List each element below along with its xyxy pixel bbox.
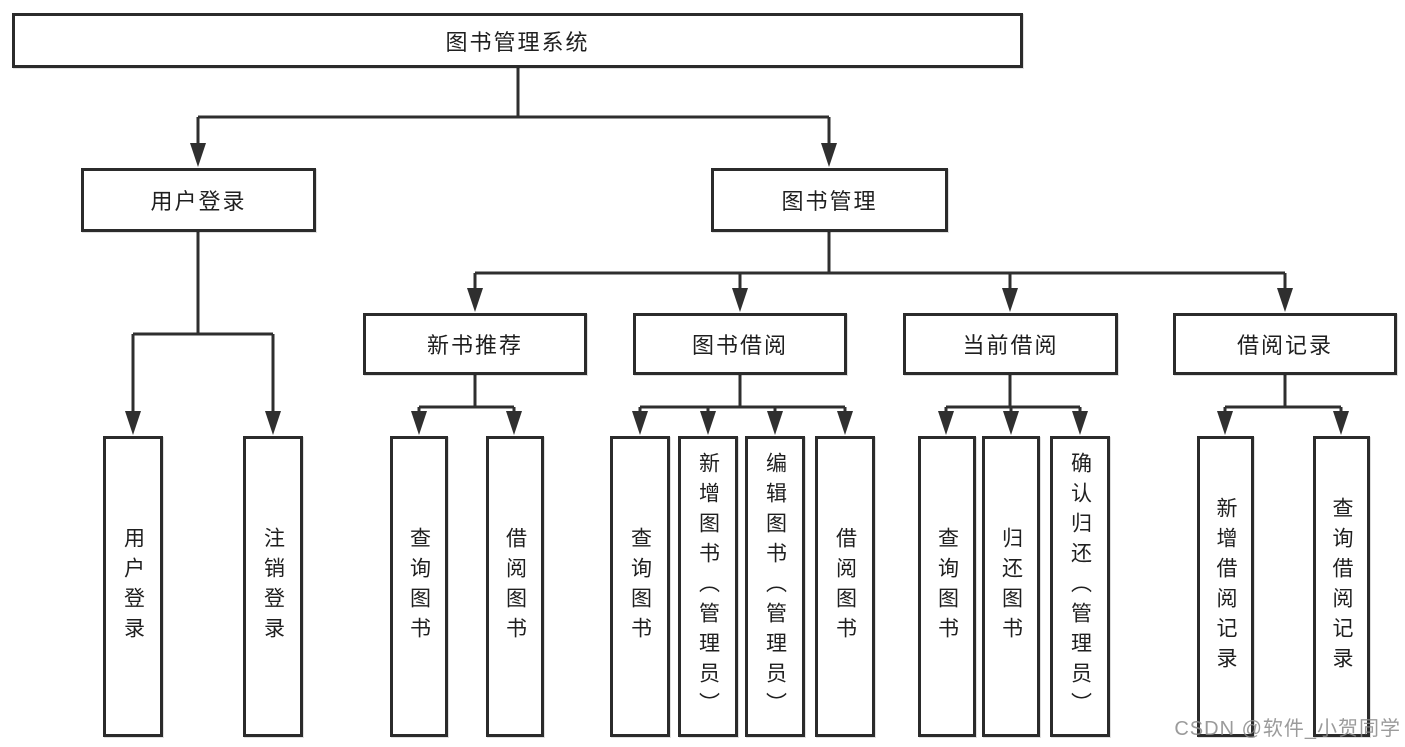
leaf-label: 编辑图书（管理员） — [763, 451, 787, 722]
leaf-add-books-admin: 新增图书（管理员） — [678, 436, 738, 737]
leaf-confirm-return-admin: 确认归还（管理员） — [1050, 436, 1110, 737]
node-borrowing-records: 借阅记录 — [1173, 313, 1397, 375]
leaf-label: 新增图书（管理员） — [696, 451, 720, 722]
node-library-management-system: 图书管理系统 — [12, 13, 1023, 68]
leaf-query-books-current: 查询图书 — [918, 436, 976, 737]
node-book-management: 图书管理 — [711, 168, 948, 232]
leaf-label: 确认归还（管理员） — [1068, 451, 1092, 722]
leaf-query-books-recommend: 查询图书 — [390, 436, 448, 737]
leaf-label: 查询图书 — [935, 526, 959, 647]
leaf-label: 查询图书 — [407, 526, 431, 647]
leaf-label: 注销登录 — [261, 526, 285, 647]
node-book-borrowing: 图书借阅 — [633, 313, 847, 375]
leaf-query-books-borrowing: 查询图书 — [610, 436, 670, 737]
leaf-borrow-books-recommend: 借阅图书 — [486, 436, 544, 737]
leaf-label: 借阅图书 — [833, 526, 857, 647]
leaf-label: 查询借阅记录 — [1330, 496, 1353, 677]
leaf-label: 用户登录 — [121, 526, 145, 647]
leaf-add-borrow-record: 新增借阅记录 — [1197, 436, 1254, 737]
leaf-query-borrow-record: 查询借阅记录 — [1313, 436, 1370, 737]
leaf-return-books: 归还图书 — [982, 436, 1040, 737]
node-new-book-recommendation: 新书推荐 — [363, 313, 587, 375]
leaf-label: 借阅图书 — [503, 526, 527, 647]
node-current-borrowing: 当前借阅 — [903, 313, 1118, 375]
leaf-user-login: 用户登录 — [103, 436, 163, 737]
watermark: CSDN @软件_小贺同学 — [1174, 718, 1401, 740]
leaf-borrow-books-borrowing: 借阅图书 — [815, 436, 875, 737]
leaf-label: 查询图书 — [628, 526, 652, 647]
leaf-label: 归还图书 — [999, 526, 1023, 647]
node-user-login: 用户登录 — [81, 168, 316, 232]
leaf-edit-books-admin: 编辑图书（管理员） — [745, 436, 805, 737]
leaf-logout: 注销登录 — [243, 436, 303, 737]
leaf-label: 新增借阅记录 — [1214, 496, 1237, 677]
